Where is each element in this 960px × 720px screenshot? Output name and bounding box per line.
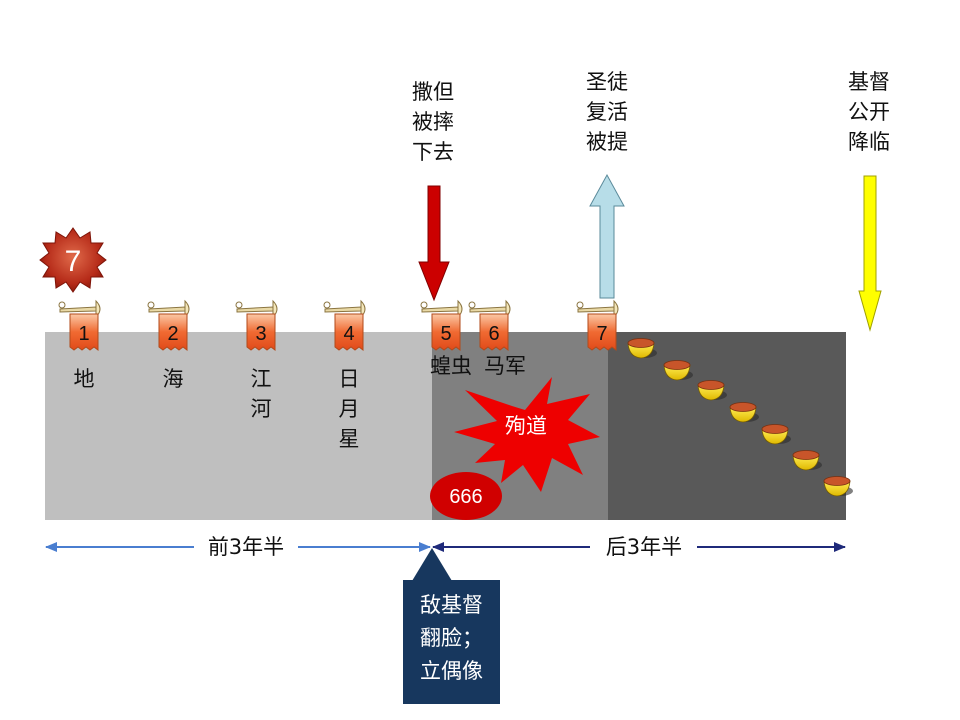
period-second-half: 后3年半 — [592, 534, 696, 560]
trumpet-1-effect: 地 — [73, 367, 95, 391]
trumpet-7: 7 — [576, 299, 619, 351]
seal-number: 7 — [65, 245, 82, 278]
trumpet-6-effect: 马军 — [484, 354, 526, 378]
light-blue-up-arrow — [589, 173, 625, 299]
band-bowls — [608, 332, 846, 520]
trumpet-icon — [235, 299, 278, 319]
trumpet-number: 5 — [440, 323, 451, 345]
trumpet-number: 3 — [255, 323, 266, 345]
trumpet-number: 2 — [167, 323, 178, 345]
trumpet-2: 2 — [147, 299, 190, 351]
trumpet-6: 6 — [468, 299, 511, 351]
bowl-icon — [761, 424, 791, 445]
trumpet-1: 1 — [58, 299, 101, 351]
trumpet-icon — [323, 299, 366, 319]
beast-number-oval — [430, 472, 502, 520]
antichrist-pointer — [412, 548, 452, 581]
trumpet-number: 4 — [343, 323, 354, 345]
event-satan-cast-down: 撒但 被摔 下去 — [412, 80, 454, 164]
trumpet-number: 1 — [78, 323, 89, 345]
martyrdom-burst-icon — [454, 377, 600, 492]
martyrdom-label: 殉道 — [505, 414, 547, 438]
bowl-icon — [729, 402, 759, 423]
trumpet-2-effect: 海 — [162, 367, 184, 391]
bowl-icon — [663, 360, 693, 381]
trumpet-icon — [576, 299, 619, 319]
trumpet-number: 6 — [488, 323, 499, 345]
trumpet-3-effect: 江 河 — [250, 367, 272, 421]
yellow-down-arrow — [858, 175, 882, 332]
trumpet-banner — [587, 313, 617, 351]
bowl-icon — [627, 338, 657, 359]
trumpet-banner — [158, 313, 188, 351]
trumpet-4-effect: 日 月 星 — [338, 367, 360, 451]
antichrist-box: 敌基督 翻脸； 立偶像 — [403, 580, 500, 704]
trumpet-4: 4 — [323, 299, 366, 351]
trumpet-3: 3 — [235, 299, 278, 351]
trumpet-5-effect: 蝗虫 — [430, 354, 472, 378]
trumpet-icon — [147, 299, 190, 319]
band-first-half — [45, 332, 432, 520]
red-down-arrow — [418, 185, 450, 302]
event-saints-raptured: 圣徒 复活 被提 — [586, 70, 628, 154]
beast-number: 666 — [449, 486, 482, 508]
trumpet-banner — [246, 313, 276, 351]
trumpet-banner — [334, 313, 364, 351]
event-christ-returns: 基督 公开 降临 — [848, 70, 890, 154]
seal-burst-icon — [39, 227, 107, 293]
trumpet-5: 5 — [420, 299, 463, 351]
bowl-icon — [697, 380, 727, 401]
period-first-half: 前3年半 — [194, 534, 298, 560]
bowl-icon — [792, 450, 822, 471]
bowl-icon — [823, 476, 853, 497]
trumpet-banner — [69, 313, 99, 351]
trumpet-banner — [431, 313, 461, 351]
trumpet-number: 7 — [596, 323, 607, 345]
bowls — [627, 338, 853, 497]
trumpet-banner — [479, 313, 509, 351]
